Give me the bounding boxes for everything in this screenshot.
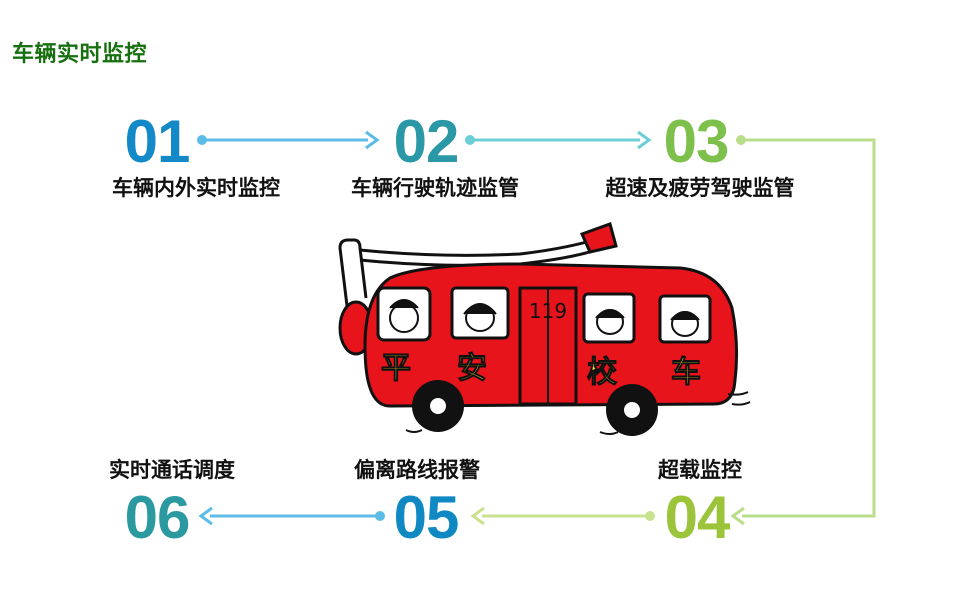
step-number-04: 04: [664, 484, 731, 551]
step-number-03: 03: [663, 108, 730, 175]
bus-wheels: [412, 380, 658, 436]
horn-icon: [579, 222, 618, 254]
page-title: 车辆实时监控: [12, 42, 148, 67]
step-label-01: 车辆内外实时监控: [112, 176, 280, 200]
bus-side-char-4: 车: [671, 355, 701, 390]
bus-side-char-3: 校: [587, 355, 617, 390]
arrow-01-02: [197, 130, 380, 150]
step-number-01: 01: [124, 108, 191, 175]
arrow-05-06: [198, 506, 385, 526]
bus-side-char-1: 平: [381, 351, 411, 386]
door-number: 119: [529, 299, 567, 323]
step-number-05: 05: [393, 484, 460, 551]
step-label-06: 实时通话调度: [109, 458, 235, 482]
step-label-03: 超速及疲劳驾驶监管: [605, 176, 795, 200]
arrow-04-05: [470, 506, 655, 526]
step-number-02: 02: [393, 108, 460, 175]
school-bus-illustration: 119 平 安 校 车: [338, 222, 751, 436]
bus-door: 119: [518, 286, 578, 406]
passenger-faces: [389, 299, 700, 337]
arrow-02-03: [465, 130, 652, 150]
step-label-02: 车辆行驶轨迹监管: [351, 176, 519, 200]
step-number-06: 06: [124, 484, 191, 551]
bus-side-char-2: 安: [457, 351, 487, 386]
arrow-03-04: [730, 135, 876, 526]
step-label-04: 超载监控: [658, 458, 742, 482]
step-label-05: 偏离路线报警: [354, 458, 480, 482]
motion-lines: [405, 391, 751, 435]
